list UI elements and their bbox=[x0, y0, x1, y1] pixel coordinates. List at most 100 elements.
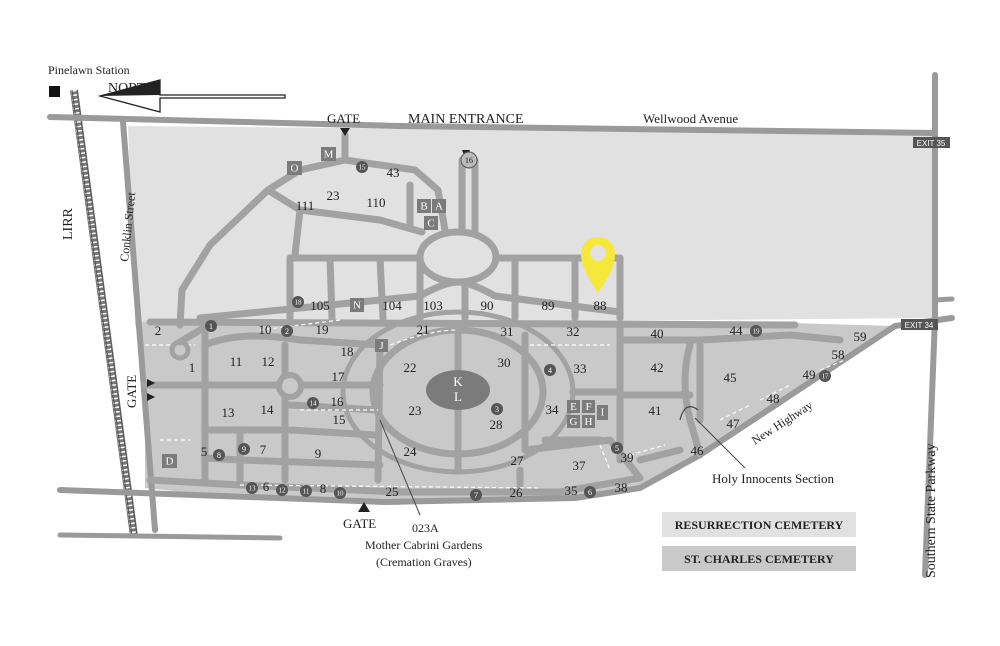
section-label: 19 bbox=[316, 322, 329, 337]
section-label: 110 bbox=[366, 195, 385, 210]
section-label: 24 bbox=[404, 444, 418, 459]
section-label: 42 bbox=[651, 360, 664, 375]
section-label: 35 bbox=[565, 483, 578, 498]
section-label: 111 bbox=[296, 198, 315, 213]
kl-l: L bbox=[454, 389, 462, 404]
section-label: 88 bbox=[594, 298, 607, 313]
map-label: 1 bbox=[209, 322, 213, 331]
section-label: 90 bbox=[481, 298, 494, 313]
map-label: E bbox=[570, 401, 577, 413]
resurrection-cemetery-area bbox=[128, 126, 935, 322]
kl-k: K bbox=[453, 374, 463, 389]
section-label: 21 bbox=[417, 322, 430, 337]
map-label: 11 bbox=[303, 488, 310, 496]
legend-st-charles-label: ST. CHARLES CEMETERY bbox=[684, 552, 834, 566]
section-label: 23 bbox=[327, 188, 340, 203]
section-label: 49 bbox=[803, 367, 816, 382]
map-label: 9 bbox=[242, 445, 246, 454]
section-label: 104 bbox=[382, 298, 402, 313]
section-label: 15 bbox=[333, 412, 346, 427]
section-numbers: 111 23 110 43 105 104 103 90 89 88 2 10 … bbox=[155, 165, 867, 500]
gate-top-label: GATE bbox=[327, 111, 360, 126]
section-label: 2 bbox=[155, 323, 162, 338]
map-label: 5 bbox=[615, 444, 619, 453]
cremation-graves-label: (Cremation Graves) bbox=[376, 555, 472, 569]
lirr-label: LIRR bbox=[61, 207, 76, 240]
map-label: H bbox=[585, 416, 593, 428]
map-label: 4 bbox=[548, 366, 552, 375]
section-label: 5 bbox=[201, 444, 208, 459]
legend-resurrection-swatch bbox=[662, 512, 856, 537]
north-label: NORTH bbox=[108, 81, 155, 96]
lirr-railroad bbox=[70, 89, 138, 537]
section-label: 89 bbox=[542, 298, 555, 313]
map-label: 18 bbox=[295, 299, 303, 307]
section-label: 105 bbox=[310, 298, 330, 313]
map-pin-icon[interactable] bbox=[581, 237, 615, 293]
section-label: 30 bbox=[498, 355, 511, 370]
north-arrow bbox=[97, 79, 286, 113]
section-label: 37 bbox=[573, 458, 587, 473]
map-label: A bbox=[435, 201, 443, 213]
gate-left-label: GATE bbox=[124, 375, 139, 408]
section-label: 12 bbox=[262, 354, 275, 369]
mother-cabrini-label: Mother Cabrini Gardens bbox=[365, 538, 483, 552]
map-label: J bbox=[379, 340, 384, 352]
legend-st-charles-swatch bbox=[662, 546, 856, 571]
section-label: 103 bbox=[423, 298, 443, 313]
section-label: 16 bbox=[331, 394, 345, 409]
section-label: 40 bbox=[651, 326, 664, 341]
southern-state-parkway-road bbox=[922, 72, 938, 578]
map-label: C bbox=[427, 218, 434, 230]
map-label: 17 bbox=[822, 373, 830, 381]
section-label: 58 bbox=[832, 347, 845, 362]
letter-markers: O M B A C N J D E F G H I bbox=[162, 147, 608, 468]
map-label: 15 bbox=[359, 164, 367, 172]
section-label: 9 bbox=[315, 446, 322, 461]
wellwood-avenue-road bbox=[47, 114, 938, 136]
main-entrance-label: MAIN ENTRANCE bbox=[408, 112, 524, 127]
legend-resurrection-label: RESURRECTION CEMETERY bbox=[675, 518, 844, 532]
map-label: I bbox=[601, 407, 605, 419]
section-label: 31 bbox=[501, 324, 514, 339]
section-label: 28 bbox=[490, 417, 503, 432]
exit-34-sign: EXIT 34 bbox=[905, 321, 934, 330]
section-label: 18 bbox=[341, 344, 354, 359]
map-label: 13 bbox=[249, 485, 257, 493]
map-label: F bbox=[585, 401, 591, 413]
section-label: 32 bbox=[567, 324, 580, 339]
st-charles-paths bbox=[141, 309, 844, 496]
southern-state-parkway-label: Southern State Parkway bbox=[924, 443, 939, 578]
section-label: 41 bbox=[649, 403, 662, 418]
map-label: 14 bbox=[310, 400, 318, 408]
conklin-street-road bbox=[120, 119, 158, 533]
map-label: N bbox=[353, 300, 361, 312]
wellwood-avenue-label: Wellwood Avenue bbox=[643, 111, 738, 126]
section-label: 48 bbox=[767, 391, 780, 406]
section-label: 22 bbox=[404, 360, 417, 375]
holy-innocents-label: Holy Innocents Section bbox=[712, 471, 835, 486]
section-label: 10 bbox=[259, 322, 272, 337]
map-label: 8 bbox=[217, 451, 221, 460]
exit-35-sign: EXIT 35 bbox=[917, 139, 946, 148]
section-label: 11 bbox=[230, 354, 243, 369]
section-label: 59 bbox=[854, 329, 867, 344]
map-label: 7 bbox=[474, 491, 478, 500]
section-label: 46 bbox=[691, 443, 705, 458]
section-label: 23 bbox=[409, 403, 422, 418]
gate-bottom-label: GATE bbox=[343, 516, 376, 531]
station-label: Pinelawn Station bbox=[48, 63, 130, 77]
map-label: M bbox=[324, 149, 334, 161]
section-023a-label: 023A bbox=[412, 521, 439, 535]
section-label: 34 bbox=[546, 402, 560, 417]
section-label: 47 bbox=[727, 416, 741, 431]
section-label: 17 bbox=[332, 369, 346, 384]
section-label: 39 bbox=[621, 450, 634, 465]
section-label: 45 bbox=[724, 370, 737, 385]
section-label: 27 bbox=[511, 453, 525, 468]
map-label: 16 bbox=[465, 156, 473, 165]
map-label: 12 bbox=[279, 487, 287, 495]
map-label: O bbox=[291, 163, 299, 175]
section-label: 25 bbox=[386, 484, 399, 499]
